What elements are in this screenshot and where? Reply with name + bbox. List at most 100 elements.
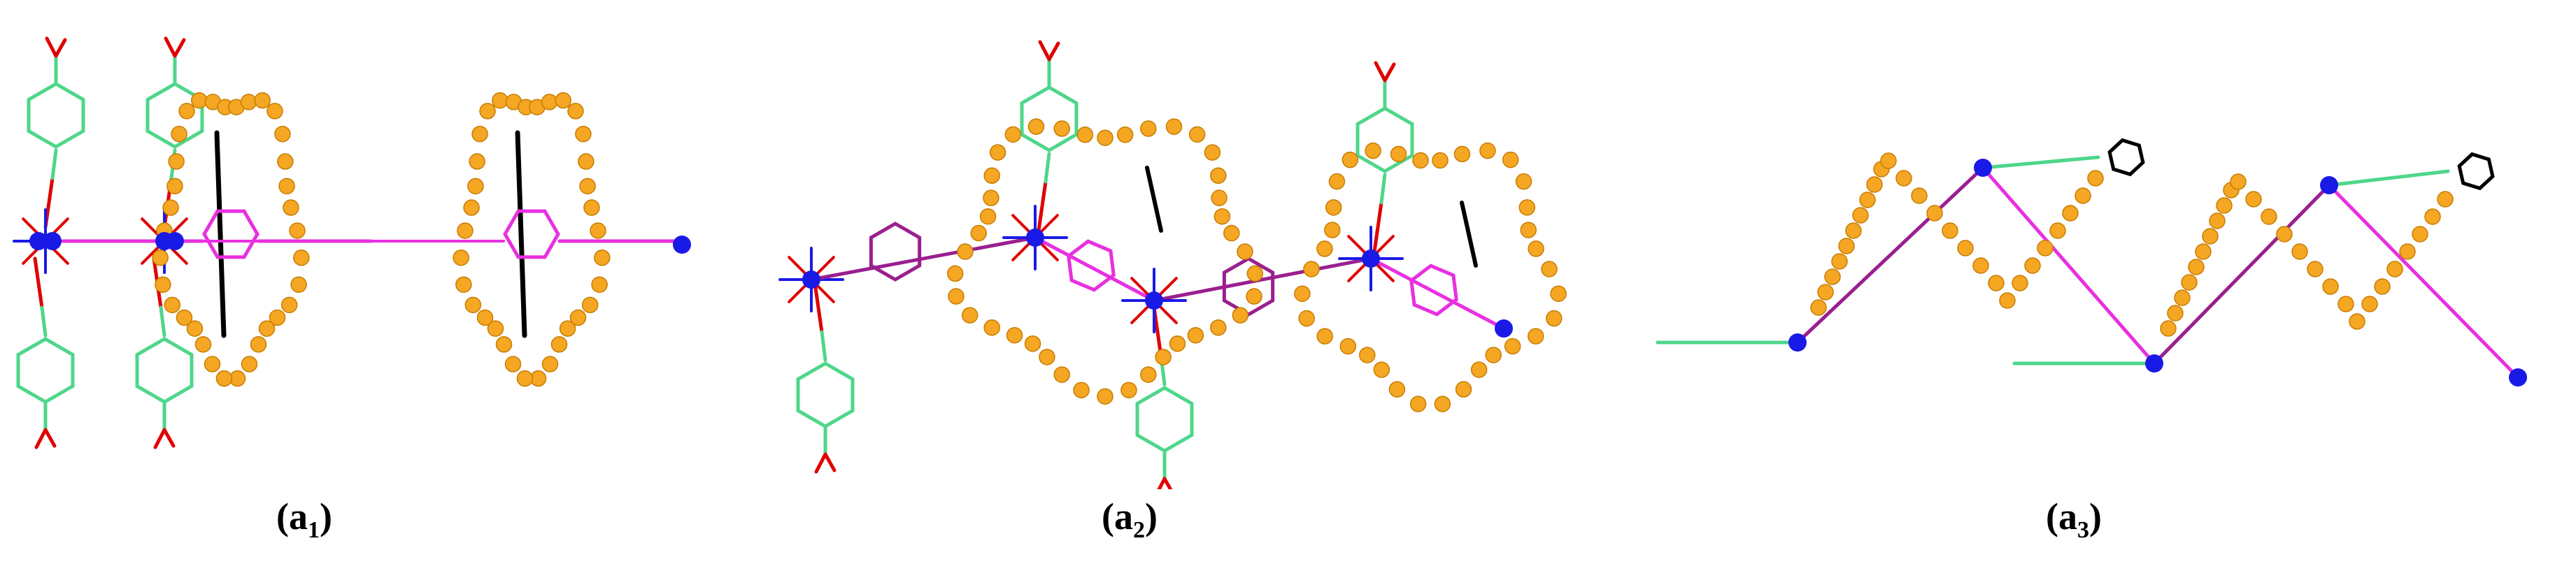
macrocycle-atom	[1053, 366, 1070, 383]
metal-node	[2145, 354, 2163, 373]
bond	[1379, 173, 1387, 205]
metal-node	[1362, 250, 1380, 268]
macrocycle-atom	[1210, 319, 1227, 336]
bond	[2152, 183, 2331, 366]
bond	[1162, 477, 1173, 489]
bond	[33, 257, 44, 310]
macrocycle-atom	[1972, 257, 1989, 274]
macrocycle-atom	[559, 320, 576, 337]
macrocycle-atom	[1866, 176, 1883, 193]
guest-molecule	[1460, 201, 1478, 268]
bond	[823, 452, 837, 472]
macrocycle-atom	[1339, 338, 1357, 355]
macrocycle-atom	[1204, 144, 1221, 161]
bond	[820, 330, 827, 362]
macrocycle-atom	[293, 249, 310, 266]
bond	[159, 305, 166, 338]
macrocycle-atom	[280, 296, 298, 314]
bond	[164, 36, 177, 58]
macrocycle-atom	[1316, 240, 1333, 257]
macrocycle-atom	[240, 94, 257, 110]
macrocycle-atom	[957, 243, 974, 260]
macrocycle-atom	[1810, 299, 1827, 316]
metal-node	[166, 232, 184, 250]
macrocycle-atom	[1453, 145, 1471, 163]
macrocycle-atom	[2276, 226, 2293, 243]
macrocycle-atom	[1365, 142, 1381, 159]
macrocycle-atom	[1817, 284, 1834, 301]
metal-node	[43, 232, 62, 250]
macrocycle-atom	[1298, 310, 1315, 327]
bond	[1374, 61, 1387, 82]
macrocycle-atom	[289, 222, 306, 239]
macrocycle-atom	[2291, 243, 2308, 260]
macrocycle-atom	[581, 296, 599, 314]
macrocycle-atom	[1926, 205, 1943, 222]
macrocycle-atom	[1073, 382, 1090, 398]
macrocycle-atom	[469, 153, 485, 170]
macrocycle-atom	[2062, 205, 2079, 222]
metal-node	[1788, 333, 1807, 352]
metal-node	[1495, 319, 1513, 338]
bond	[40, 305, 48, 338]
macrocycle-atom	[989, 144, 1006, 161]
macrocycle-atom	[2209, 212, 2226, 229]
macrocycle-atom	[274, 125, 291, 143]
macrocycle-atom	[948, 288, 965, 305]
macrocycle-atom	[1412, 152, 1429, 169]
macrocycle-atom	[283, 199, 299, 216]
macrocycle-atom	[1223, 224, 1240, 242]
macrocycle-atom	[1211, 189, 1227, 206]
panel-label-a3: (a3)	[2046, 496, 2102, 543]
macrocycle-atom	[155, 276, 171, 293]
macrocycle-atom	[176, 309, 193, 326]
macrocycle-atom	[2167, 305, 2184, 321]
macrocycle-atom	[1324, 222, 1341, 238]
green-linker-ring	[16, 337, 75, 404]
macrocycle-atom	[2160, 320, 2177, 337]
macrocycle-atom	[1140, 366, 1157, 383]
macrocycle-atom	[578, 153, 595, 170]
macrocycle-atom	[2349, 313, 2365, 330]
macrocycle-atom	[1824, 268, 1841, 285]
macrocycle-atom	[1550, 285, 1567, 302]
bond	[1795, 166, 1985, 345]
macrocycle-atom	[166, 178, 183, 195]
macrocycle-atom	[569, 309, 587, 326]
macrocycle-atom	[1942, 222, 1958, 239]
bond	[1981, 166, 2156, 366]
macrocycle-atom	[1188, 126, 1206, 143]
macrocycle-atom	[583, 199, 600, 216]
macrocycle-atom	[1294, 285, 1311, 302]
macrocycle-atom	[979, 208, 997, 225]
bond	[50, 148, 58, 180]
green-linker-ring	[135, 337, 194, 404]
macrocycle-atom	[1988, 275, 2005, 291]
metal-node	[673, 236, 691, 254]
macrocycle-atom	[471, 125, 488, 143]
macrocycle-atom	[194, 336, 212, 353]
macrocycle-atom	[594, 249, 611, 266]
macrocycle-atom	[2174, 289, 2191, 306]
macrocycle-atom	[1342, 151, 1359, 168]
magenta-linker-ring	[503, 209, 560, 259]
macrocycle-atom	[1210, 167, 1227, 185]
bond	[1152, 257, 1373, 303]
green-linker-ring	[796, 361, 855, 428]
macrocycle-atom	[191, 92, 208, 109]
macrocycle-atom	[983, 189, 999, 206]
macrocycle-atom	[1502, 151, 1519, 168]
macrocycle-atom	[2202, 228, 2219, 245]
macrocycle-atom	[550, 336, 568, 353]
macrocycle-atom	[1237, 243, 1253, 260]
macrocycle-atom	[1504, 338, 1521, 355]
macrocycle-atom	[1515, 173, 1532, 190]
macrocycle-atom	[1024, 335, 1041, 352]
macrocycle-atom	[2216, 197, 2233, 214]
macrocycle-atom	[1455, 381, 1472, 398]
macrocycle-atom	[1852, 207, 1869, 224]
macrocycle-atom	[555, 92, 571, 109]
macrocycle-atom	[1246, 288, 1262, 305]
macrocycle-atom	[168, 153, 185, 170]
macrocycle-atom	[2424, 208, 2441, 225]
